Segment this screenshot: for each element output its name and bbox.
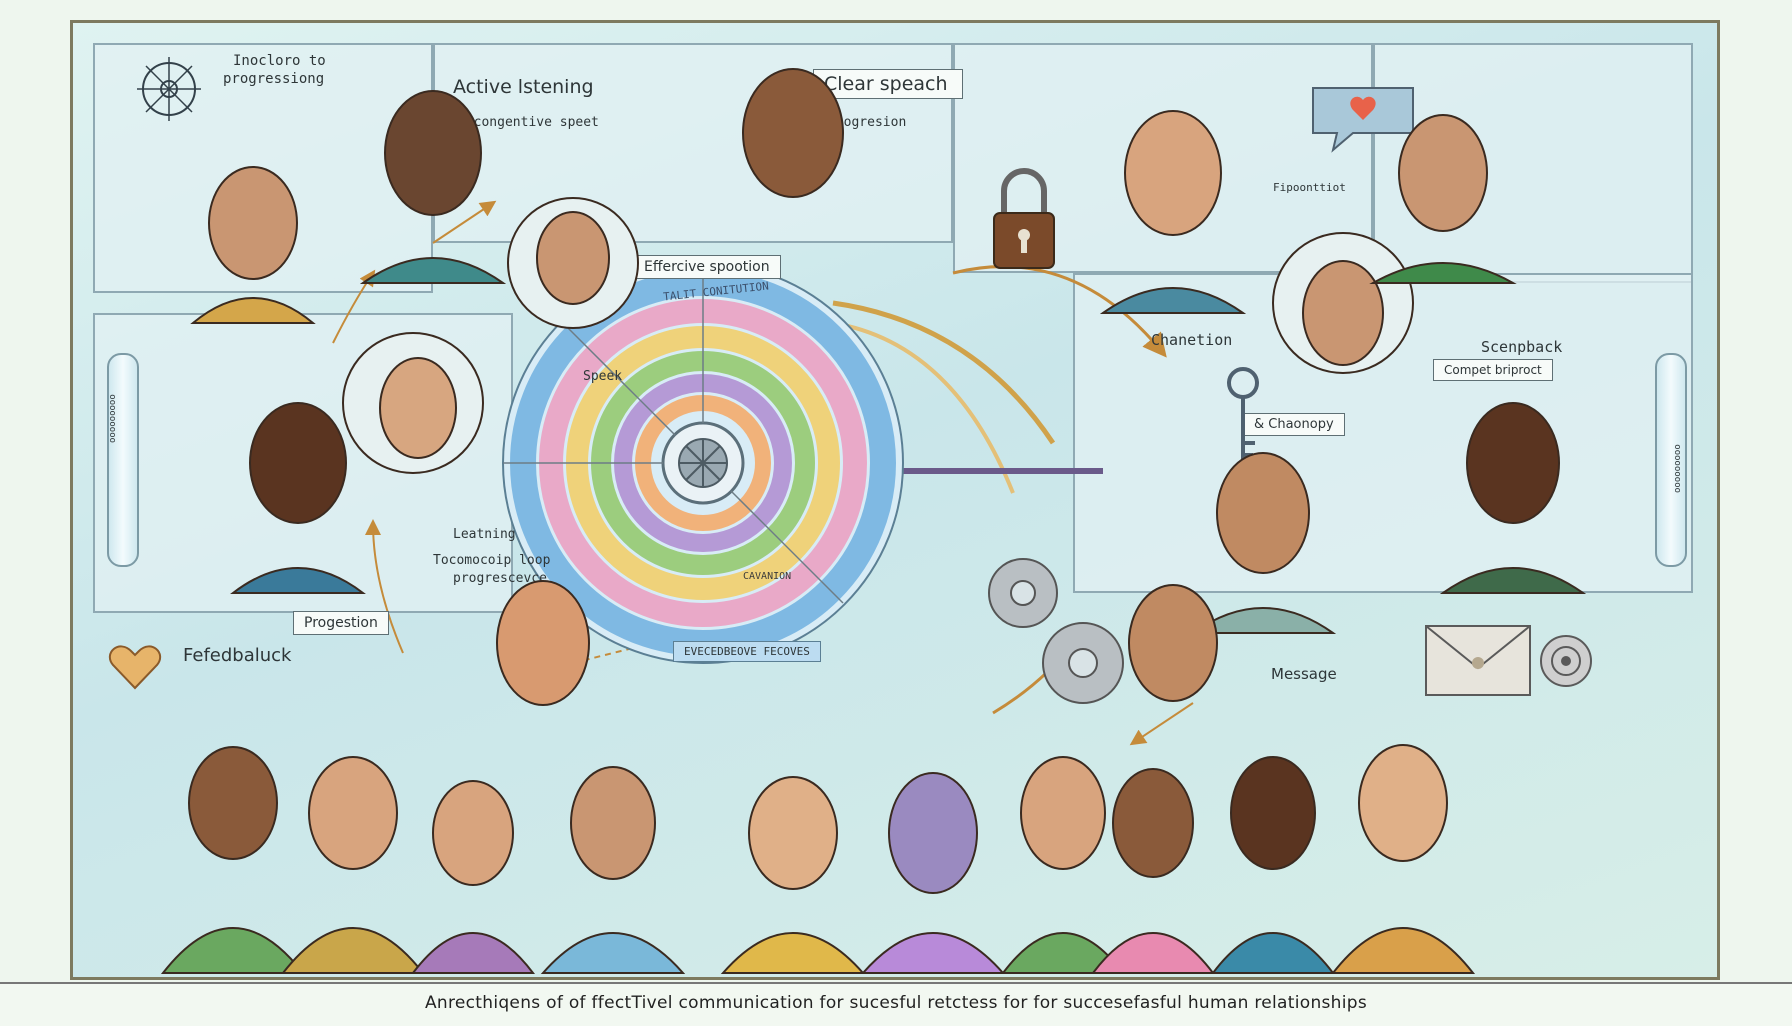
speek-label: Speek	[583, 369, 623, 384]
leatning-label: Leatning	[453, 527, 516, 542]
active-listening-label: Active lstening	[453, 76, 594, 98]
illustration-frame: ooooooooo ooooooooo	[70, 20, 1720, 980]
speech-bubble-heart-icon	[1312, 87, 1414, 153]
heart-feedback-icon	[108, 645, 162, 690]
fefedbaluck-label: Fefedbaluck	[183, 645, 292, 666]
left-side-tube	[107, 353, 139, 567]
effective-spootion-label: Effercive spootion	[633, 255, 781, 279]
chaonopy-label: & Chaonopy	[1243, 413, 1345, 436]
chanetion-label: Chanetion	[1151, 331, 1233, 349]
compet-briproct-label: Compet briproct	[1433, 359, 1553, 381]
caption: Anrecthiqens of of ffectTivel communicat…	[0, 982, 1792, 1026]
wheel-bottom-band: EVECEDBEOVE FECOVES	[673, 641, 821, 662]
top-left-note-line1: Inocloro to	[233, 53, 326, 69]
compass-wheel-icon	[137, 57, 201, 121]
top-left-note-line2: progressiong	[223, 71, 325, 87]
progrescevce-label: progrescevce	[453, 571, 547, 586]
gear-cluster-icon	[988, 558, 1124, 704]
progestion-label: Progestion	[293, 611, 389, 635]
fipoontiot-label: Fipoonttiot	[1273, 181, 1346, 194]
clear-speech-label: Clear speach	[813, 69, 963, 99]
padlock-icon	[993, 168, 1055, 269]
active-listening-sub: & congentive speet	[458, 115, 599, 130]
communication-cycle-wheel	[502, 262, 904, 664]
envelope-icon	[1425, 625, 1531, 696]
people-illustration	[160, 68, 1587, 974]
tocomocoip-loop-label: Tocomocoip loop	[433, 553, 551, 568]
disc-icon	[1540, 635, 1592, 687]
message-label: Message	[1271, 665, 1337, 683]
right-side-tube	[1655, 353, 1687, 567]
progression-top-label: roogresion	[828, 115, 907, 130]
scenpback-label: Scenpback	[1481, 338, 1563, 356]
wheel-inner-label: CAVANION	[743, 571, 792, 582]
